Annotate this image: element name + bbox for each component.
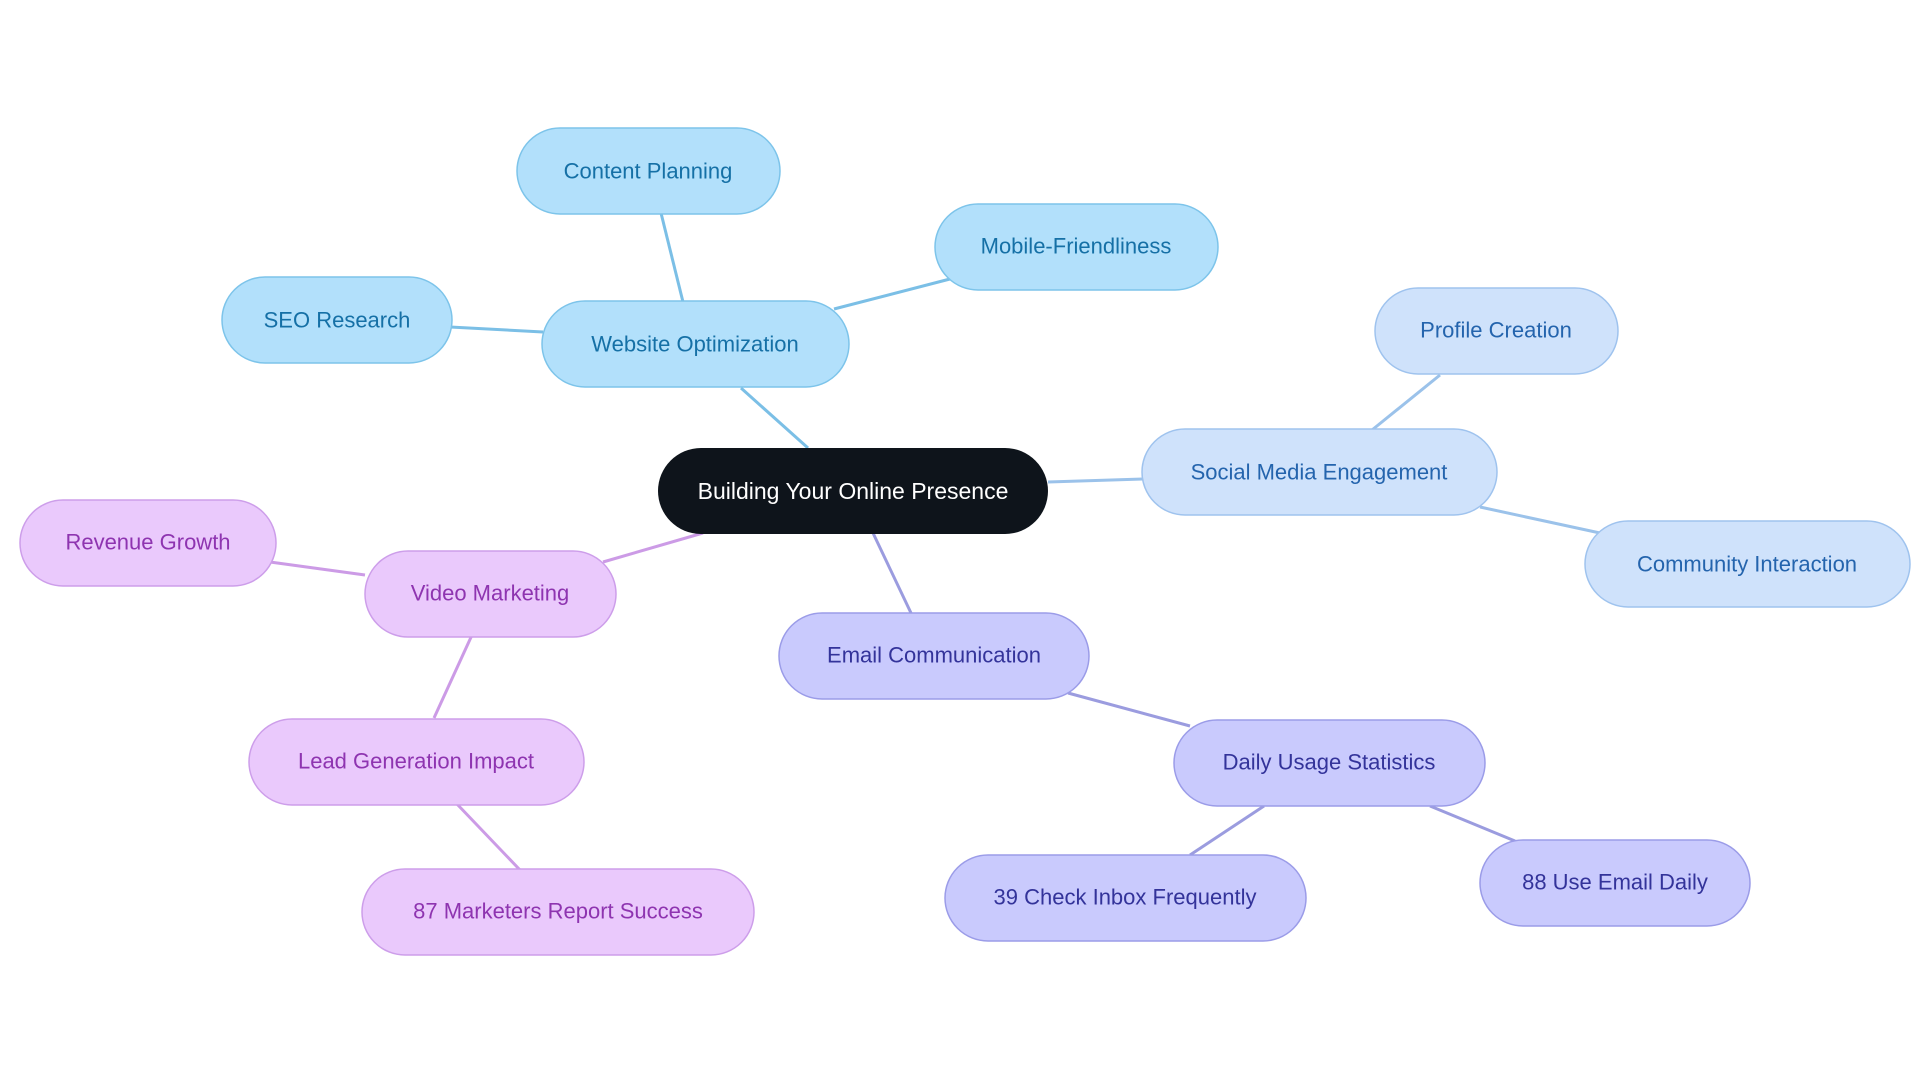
edge-video-lead-generation: [432, 634, 474, 719]
mobile-friendliness-label: Mobile-Friendliness: [981, 234, 1172, 259]
edge-stats-use-email-daily: [1429, 804, 1516, 843]
check-inbox-label: 39 Check Inbox Frequently: [994, 885, 1257, 910]
social-media-engagement-node: Social Media Engagement: [1141, 428, 1498, 516]
seo-research-node: SEO Research: [221, 276, 453, 364]
video-marketing-node: Video Marketing: [364, 550, 617, 638]
lead-generation-impact-box: [248, 718, 585, 806]
revenue-growth-box: [19, 499, 277, 587]
profile-creation-label: Profile Creation: [1420, 318, 1572, 343]
connectors: [269, 212, 1601, 872]
email-communication-label: Email Communication: [827, 643, 1041, 668]
edge-video-revenue-growth: [269, 560, 366, 577]
use-email-daily-label: 88 Use Email Daily: [1522, 870, 1708, 895]
video-marketing-box: [364, 550, 617, 638]
edge-root-social: [1047, 477, 1144, 484]
check-inbox-box: [944, 854, 1307, 942]
marketers-report-success-node: 87 Marketers Report Success: [361, 868, 755, 956]
edge-website-mobile-friendliness: [833, 277, 951, 311]
edge-stats-check-inbox: [1189, 804, 1265, 857]
community-interaction-label: Community Interaction: [1637, 552, 1857, 577]
marketers-report-success-label: 87 Marketers Report Success: [413, 899, 703, 924]
edge-email-daily-usage: [1067, 691, 1191, 728]
website-optimization-node: Website Optimization: [541, 300, 850, 388]
root-node-label: Building Your Online Presence: [698, 478, 1009, 504]
daily-usage-statistics-node: Daily Usage Statistics: [1173, 719, 1486, 807]
lead-generation-impact-label: Lead Generation Impact: [298, 749, 534, 774]
root-node: Building Your Online Presence: [658, 448, 1048, 534]
content-planning-box: [516, 127, 781, 215]
community-interaction-box: [1584, 520, 1911, 608]
edge-website-content-planning: [659, 212, 685, 303]
website-optimization-label: Website Optimization: [591, 332, 798, 357]
check-inbox-node: 39 Check Inbox Frequently: [944, 854, 1307, 942]
use-email-daily-node: 88 Use Email Daily: [1479, 839, 1751, 927]
social-media-engagement-box: [1141, 428, 1498, 516]
root-node-box: [658, 448, 1048, 534]
daily-usage-statistics-label: Daily Usage Statistics: [1223, 750, 1436, 775]
mobile-friendliness-box: [934, 203, 1219, 291]
edge-root-website: [739, 386, 810, 450]
email-communication-node: Email Communication: [778, 612, 1090, 700]
mobile-friendliness-node: Mobile-Friendliness: [934, 203, 1219, 291]
video-marketing-label: Video Marketing: [411, 581, 570, 606]
edge-root-video: [602, 531, 704, 564]
edge-root-email: [871, 532, 913, 614]
marketers-report-success-box: [361, 868, 755, 956]
website-optimization-box: [541, 300, 850, 388]
edge-social-profile-creation: [1371, 373, 1441, 432]
social-media-engagement-label: Social Media Engagement: [1191, 460, 1448, 485]
profile-creation-node: Profile Creation: [1374, 287, 1619, 375]
content-planning-node: Content Planning: [516, 127, 781, 215]
edge-lead-marketers-success: [454, 801, 522, 872]
use-email-daily-box: [1479, 839, 1751, 927]
revenue-growth-node: Revenue Growth: [19, 499, 277, 587]
seo-research-label: SEO Research: [264, 308, 411, 333]
daily-usage-statistics-box: [1173, 719, 1486, 807]
community-interaction-node: Community Interaction: [1584, 520, 1911, 608]
seo-research-box: [221, 276, 453, 364]
content-planning-label: Content Planning: [564, 159, 733, 184]
email-communication-box: [778, 612, 1090, 700]
lead-generation-impact-node: Lead Generation Impact: [248, 718, 585, 806]
profile-creation-box: [1374, 287, 1619, 375]
edge-website-seo-research: [449, 325, 544, 334]
edge-social-community-interaction: [1479, 505, 1601, 535]
revenue-growth-label: Revenue Growth: [65, 530, 230, 555]
